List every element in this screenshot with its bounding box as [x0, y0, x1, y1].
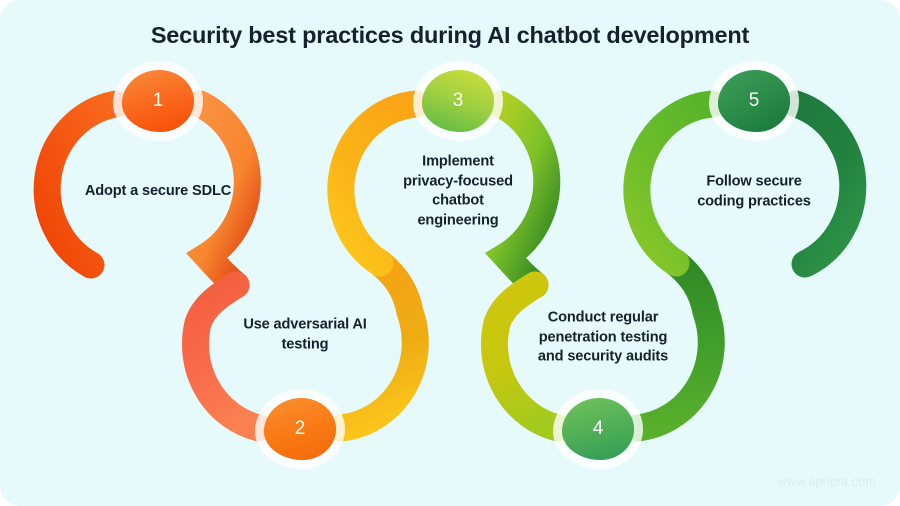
step-2-arc-right [327, 249, 429, 442]
step-3-arc-left [327, 90, 430, 277]
step-3-badge-number: 3 [452, 90, 464, 111]
step-4-arc-right [623, 249, 725, 442]
step-1-badge-number: 1 [152, 90, 164, 111]
step-5-badge[interactable]: 5 [718, 70, 790, 132]
step-5-badge-number: 5 [748, 90, 760, 111]
step-4-arc-left [480, 271, 572, 442]
step-1-badge[interactable]: 1 [122, 70, 194, 132]
step-3-arc-right [484, 90, 561, 299]
step-1-arc-right [186, 90, 261, 299]
step-3-badge[interactable]: 3 [422, 70, 494, 132]
step-5-arc-left [623, 90, 726, 277]
page-title: Security best practices during AI chatbo… [150, 22, 750, 48]
step-2-badge-number: 2 [294, 418, 306, 439]
step-5-arc-right [782, 90, 867, 278]
step-2-badge[interactable]: 2 [264, 398, 336, 460]
step-4-badge[interactable]: 4 [562, 398, 634, 460]
watermark: www.apriorit.com [777, 475, 876, 489]
step-1-arc-left [33, 90, 130, 279]
step-4-badge-number: 4 [592, 418, 604, 439]
step-2-arc-left [181, 271, 273, 442]
